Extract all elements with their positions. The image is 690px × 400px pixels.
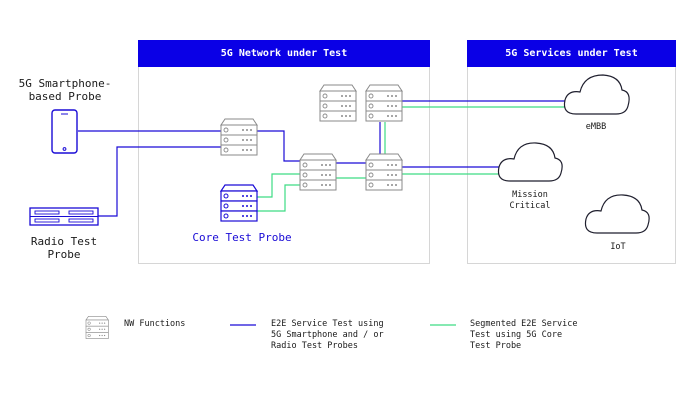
line-radio-to-nwf bbox=[98, 146, 221, 217]
legend-segmented-label: Segmented E2E Service Test using 5G Core… bbox=[470, 319, 578, 351]
embb-label: eMBB bbox=[585, 122, 607, 132]
network-panel: 5G Network under Test bbox=[138, 40, 430, 264]
e2e-lines bbox=[78, 100, 566, 217]
nw-function-server-2 bbox=[320, 85, 356, 121]
mission-critical-label: Mission Critical bbox=[509, 190, 551, 211]
legend-nw-functions-icon bbox=[86, 316, 108, 338]
smartphone-icon bbox=[51, 109, 78, 154]
line-probe-to-core-2 bbox=[256, 184, 300, 212]
embb-cloud-icon bbox=[563, 74, 630, 115]
legend-nw-functions-label: NW Functions bbox=[124, 319, 186, 329]
iot-label: IoT bbox=[610, 242, 626, 252]
nw-function-server-4 bbox=[300, 154, 336, 190]
nw-function-server-3 bbox=[366, 85, 402, 121]
line-probe-to-core-1 bbox=[256, 173, 300, 198]
services-panel: 5G Services under Test bbox=[467, 40, 676, 264]
core-probe-server-icon bbox=[219, 184, 259, 222]
core-probe-label: Core Test Probe bbox=[192, 231, 292, 244]
nw-function-server-1 bbox=[221, 119, 257, 155]
iot-cloud-icon bbox=[584, 194, 650, 234]
mission-critical-cloud-icon bbox=[497, 142, 563, 182]
line-nwf-to-core bbox=[256, 130, 300, 162]
segmented-lines bbox=[256, 106, 566, 212]
smartphone-probe-label: 5G Smartphone- based Probe bbox=[18, 77, 112, 103]
radio-probe-label: Radio Test Probe bbox=[30, 235, 98, 261]
services-panel-title: 5G Services under Test bbox=[467, 40, 676, 67]
nw-function-server-5 bbox=[366, 154, 402, 190]
legend-e2e-label: E2E Service Test using 5G Smartphone and… bbox=[271, 319, 384, 351]
network-panel-title: 5G Network under Test bbox=[138, 40, 430, 67]
radio-probe-icon bbox=[29, 207, 99, 226]
